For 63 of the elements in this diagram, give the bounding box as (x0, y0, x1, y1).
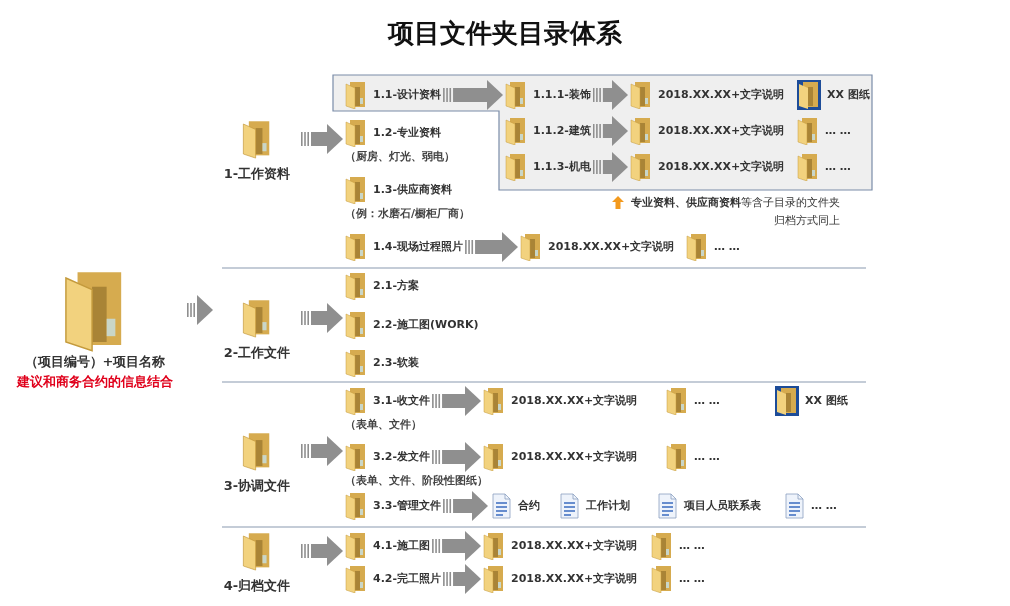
folder-note: （表单、文件） (345, 418, 422, 432)
block-arrow (443, 80, 503, 110)
block-arrow (592, 152, 628, 182)
note-text: 建议和商务合约的信息结合 (17, 373, 173, 391)
file-name: 合约 (518, 499, 540, 513)
folder-name: 1.2-专业资料 (373, 126, 442, 140)
block-arrow (301, 124, 343, 154)
block-arrow (432, 531, 481, 561)
folder-name: XX 图纸 (827, 88, 870, 102)
file-name: 工作计划 (586, 499, 630, 513)
folder-name: 1.1.3-机电 (533, 160, 591, 174)
folder-name: 2018.XX.XX+文字说明 (511, 539, 638, 553)
folder-name: 1-工作资料 (223, 166, 291, 182)
note-text: 专业资料、供应商资料等含子目录的文件夹归档方式同上 (630, 195, 841, 229)
file-name: … … (811, 499, 837, 513)
folder-name: 4-归档文件 (223, 578, 291, 594)
folder-name: 4.2-完工照片 (373, 572, 442, 586)
block-arrow (187, 295, 213, 325)
folder-note: （例：水磨石/橱柜厂商） (345, 207, 471, 221)
project-name: （项目编号）+项目名称 (24, 353, 166, 371)
folder-name: 2018.XX.XX+文字说明 (658, 160, 785, 174)
block-arrow (432, 386, 481, 416)
block-arrow (443, 491, 488, 521)
folder-name: 1.1-设计资料 (373, 88, 442, 102)
folder-name: … … (714, 240, 740, 254)
folder-name: 3.3-管理文件 (373, 499, 442, 513)
block-arrow (443, 564, 481, 594)
folder-name: 2018.XX.XX+文字说明 (548, 240, 675, 254)
block-arrow (301, 436, 343, 466)
folder-name: 2018.XX.XX+文字说明 (511, 450, 638, 464)
block-arrow (432, 442, 481, 472)
block-arrow (592, 80, 628, 110)
folder-name: 2.3-软装 (373, 356, 420, 370)
folder-name: 4.1-施工图 (373, 539, 431, 553)
folder-name: … … (825, 160, 851, 174)
folder-name: 2-工作文件 (223, 345, 291, 361)
folder-name: 1.1.2-建筑 (533, 124, 591, 138)
folder-name: 3-协调文件 (223, 478, 291, 494)
folder-name: 2018.XX.XX+文字说明 (658, 124, 785, 138)
block-arrow (465, 232, 518, 262)
block-arrow (301, 536, 343, 566)
folder-name: 2018.XX.XX+文字说明 (658, 88, 785, 102)
folder-name: 2.1-方案 (373, 279, 420, 293)
block-arrow (301, 303, 343, 333)
folder-note: （厨房、灯光、弱电） (345, 150, 455, 164)
folder-name: 1.3-供应商资料 (373, 183, 453, 197)
folder-name: 2.2-施工图(WORK) (373, 318, 479, 332)
block-arrow (592, 116, 628, 146)
folder-name: … … (825, 124, 851, 138)
folder-name: 3.1-收文件 (373, 394, 431, 408)
folder-name: … … (679, 572, 705, 586)
file-name: 项目人员联系表 (684, 499, 761, 513)
folder-name: 3.2-发文件 (373, 450, 431, 464)
folder-name: … … (679, 539, 705, 553)
folder-note: （表单、文件、阶段性图纸） (345, 474, 488, 488)
title: 项目文件夹目录体系 (386, 17, 623, 50)
folder-name: XX 图纸 (805, 394, 848, 408)
folder-name: 1.4-现场过程照片 (373, 240, 464, 254)
folder-name: 2018.XX.XX+文字说明 (511, 572, 638, 586)
folder-name: 1.1.1-装饰 (533, 88, 591, 102)
folder-name: … … (694, 394, 720, 408)
folder-name: 2018.XX.XX+文字说明 (511, 394, 638, 408)
folder-name: … … (694, 450, 720, 464)
